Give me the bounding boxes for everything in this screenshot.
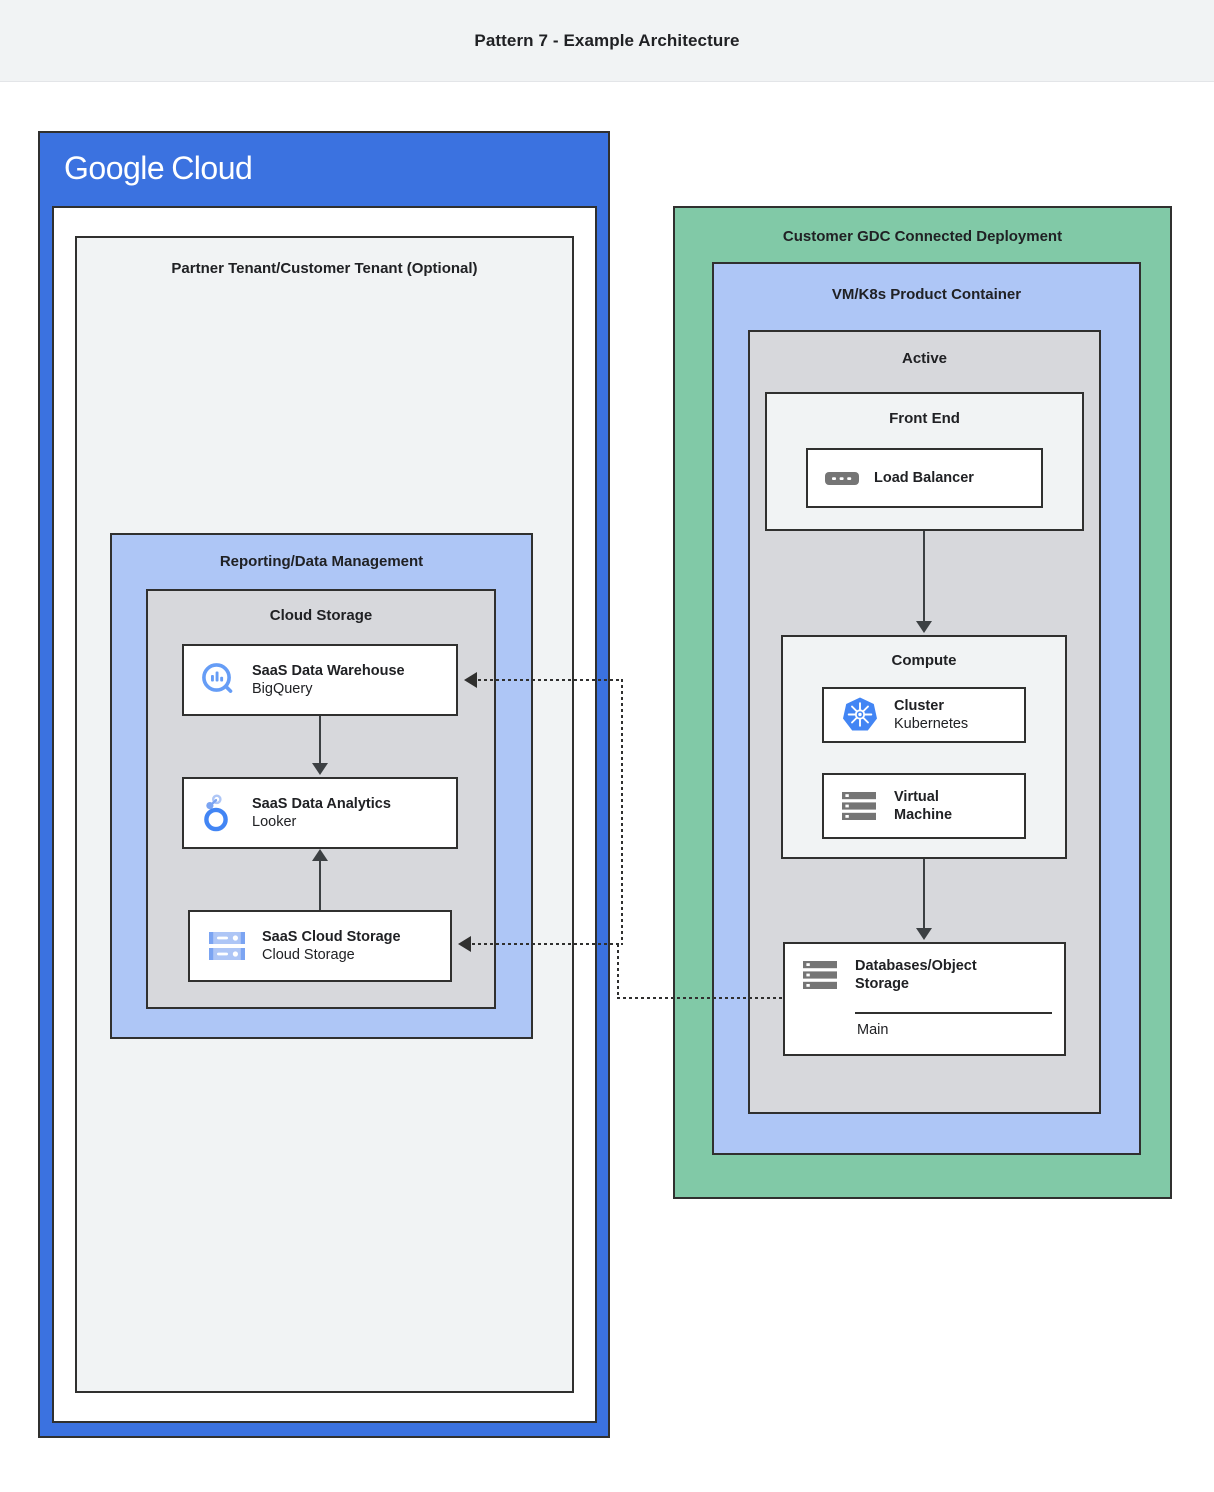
connector-compute-to-database-line — [923, 859, 925, 930]
connector-storage-to-analytics-line — [319, 861, 321, 910]
dotted-to-cloud-storage — [472, 943, 619, 945]
front-end-title: Front End — [889, 410, 960, 427]
bigquery-icon — [200, 661, 238, 699]
connector-warehouse-to-analytics-arrow — [312, 763, 328, 775]
virtual-machine-icon — [840, 789, 880, 823]
card-sublabel: BigQuery — [252, 680, 313, 697]
logo-cloud-text: Cloud — [171, 150, 253, 186]
card-label-line1: Databases/Object — [855, 957, 977, 974]
card-label-line2: Storage — [855, 976, 909, 992]
card-label: SaaS Cloud Storage — [262, 928, 401, 945]
cloud-storage-icon — [206, 926, 248, 966]
connector-frontend-to-compute-arrow — [916, 621, 932, 633]
card-label: SaaS Data Warehouse — [252, 662, 405, 679]
partner-tenant-title: Partner Tenant/Customer Tenant (Optional… — [171, 260, 478, 277]
cloud-storage-group-title: Cloud Storage — [269, 607, 373, 624]
connector-warehouse-to-analytics-line — [319, 716, 321, 765]
card-saas-cloud-storage[interactable]: SaaS Cloud Storage Cloud Storage — [188, 910, 452, 982]
card-label: Cluster — [894, 697, 944, 714]
kubernetes-icon — [840, 695, 880, 735]
card-sublabel: Looker — [252, 813, 297, 830]
card-databases-object-storage[interactable]: Databases/Object Storage Main — [783, 942, 1066, 1056]
title-bar: Pattern 7 - Example Architecture — [0, 0, 1214, 82]
card-label: Load Balancer — [874, 469, 974, 486]
looker-icon — [200, 793, 238, 833]
card-load-balancer[interactable]: Load Balancer — [806, 448, 1043, 508]
card-saas-data-warehouse[interactable]: SaaS Data Warehouse BigQuery — [182, 644, 458, 716]
card-virtual-machine[interactable]: Virtual Machine — [822, 773, 1026, 839]
card-label: SaaS Data Analytics — [252, 795, 391, 812]
compute-title: Compute — [891, 652, 957, 669]
load-balancer-icon — [824, 468, 860, 488]
dotted-riser-lower — [617, 944, 619, 999]
vm-k8s-title: VM/K8s Product Container — [831, 286, 1022, 303]
card-sublabel: Cloud Storage — [262, 946, 355, 963]
dotted-arrow-cloud-storage — [458, 936, 471, 952]
database-divider — [855, 1012, 1052, 1014]
card-sublabel: Kubernetes — [894, 715, 969, 732]
connector-frontend-to-compute-line — [923, 531, 925, 623]
card-saas-data-analytics[interactable]: SaaS Data Analytics Looker — [182, 777, 458, 849]
dotted-riser-upper — [621, 679, 623, 945]
database-icon — [801, 958, 841, 992]
card-label-line1: Virtual — [894, 788, 939, 805]
active-title: Active — [901, 350, 948, 367]
card-cluster-kubernetes[interactable]: Cluster Kubernetes — [822, 687, 1026, 743]
connector-storage-to-analytics-arrow — [312, 849, 328, 861]
reporting-title: Reporting/Data Management — [219, 553, 424, 570]
card-label-line2: Machine — [894, 807, 953, 823]
gdc-title: Customer GDC Connected Deployment — [782, 228, 1063, 245]
connector-compute-to-database-arrow — [916, 928, 932, 940]
dotted-db-to-left-segment — [617, 997, 783, 999]
page-title: Pattern 7 - Example Architecture — [474, 30, 740, 50]
dotted-to-data-warehouse — [478, 679, 623, 681]
logo-google-text: Google — [64, 150, 165, 186]
database-footer-label: Main — [857, 1022, 889, 1038]
dotted-arrow-data-warehouse — [464, 672, 477, 688]
